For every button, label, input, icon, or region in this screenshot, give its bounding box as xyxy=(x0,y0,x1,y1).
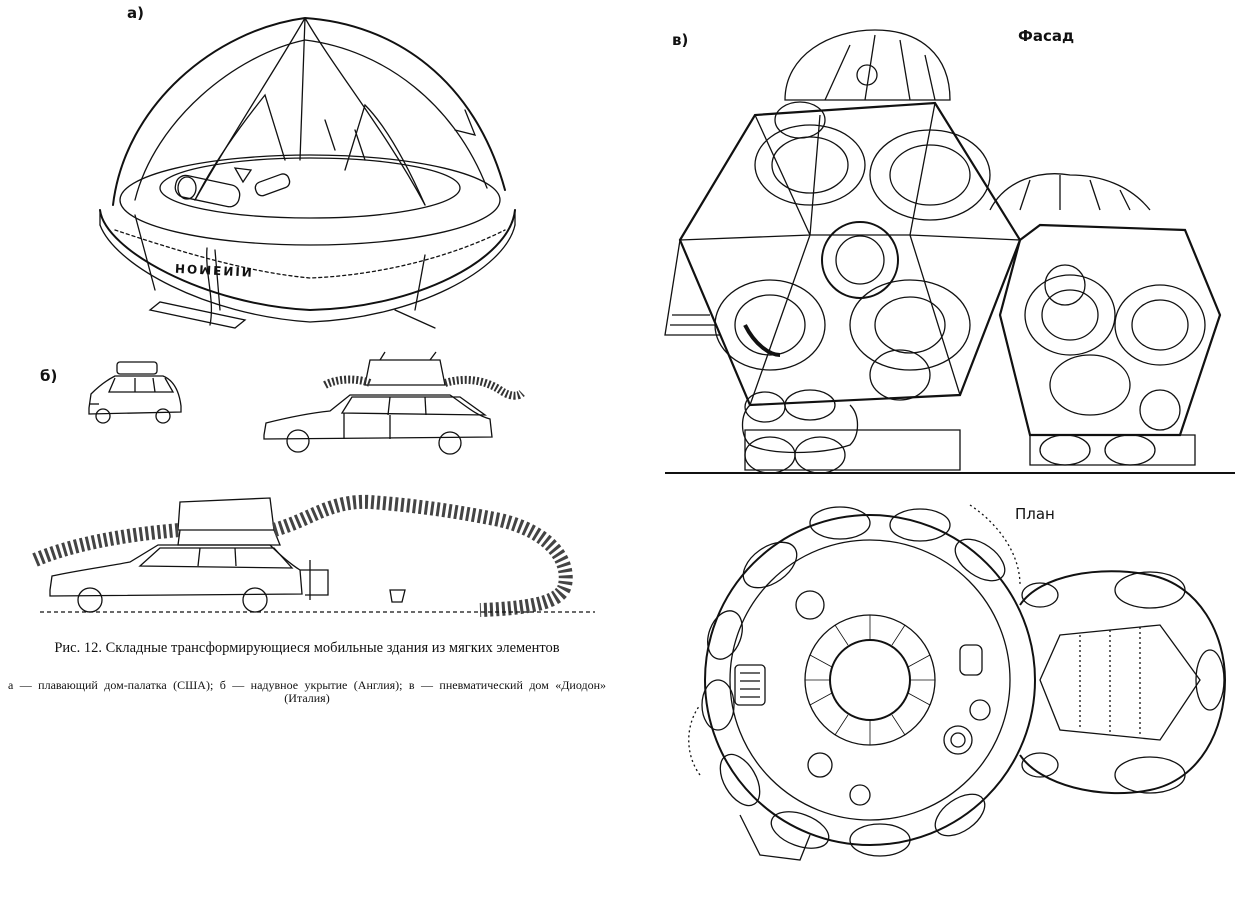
car-with-deployed-shelter-drawing xyxy=(30,490,605,615)
figure-caption-legend: а — плавающий дом-палатка (США); б — над… xyxy=(8,678,606,705)
figure-caption-title: Рис. 12. Складные трансформирующиеся моб… xyxy=(54,640,560,656)
car-with-tube-shelter-drawing xyxy=(260,355,530,465)
figure-label-a: а) xyxy=(127,4,144,22)
facade-heading: Фасад xyxy=(1018,27,1075,45)
diodon-plan-drawing xyxy=(680,495,1240,895)
figure-label-b: б) xyxy=(40,367,58,385)
plan-heading: План xyxy=(1015,505,1055,523)
small-car-drawing xyxy=(85,360,185,430)
diodon-facade-drawing xyxy=(660,25,1240,480)
floating-tent-house-drawing xyxy=(95,10,525,330)
figure-label-v: в) xyxy=(672,31,689,49)
